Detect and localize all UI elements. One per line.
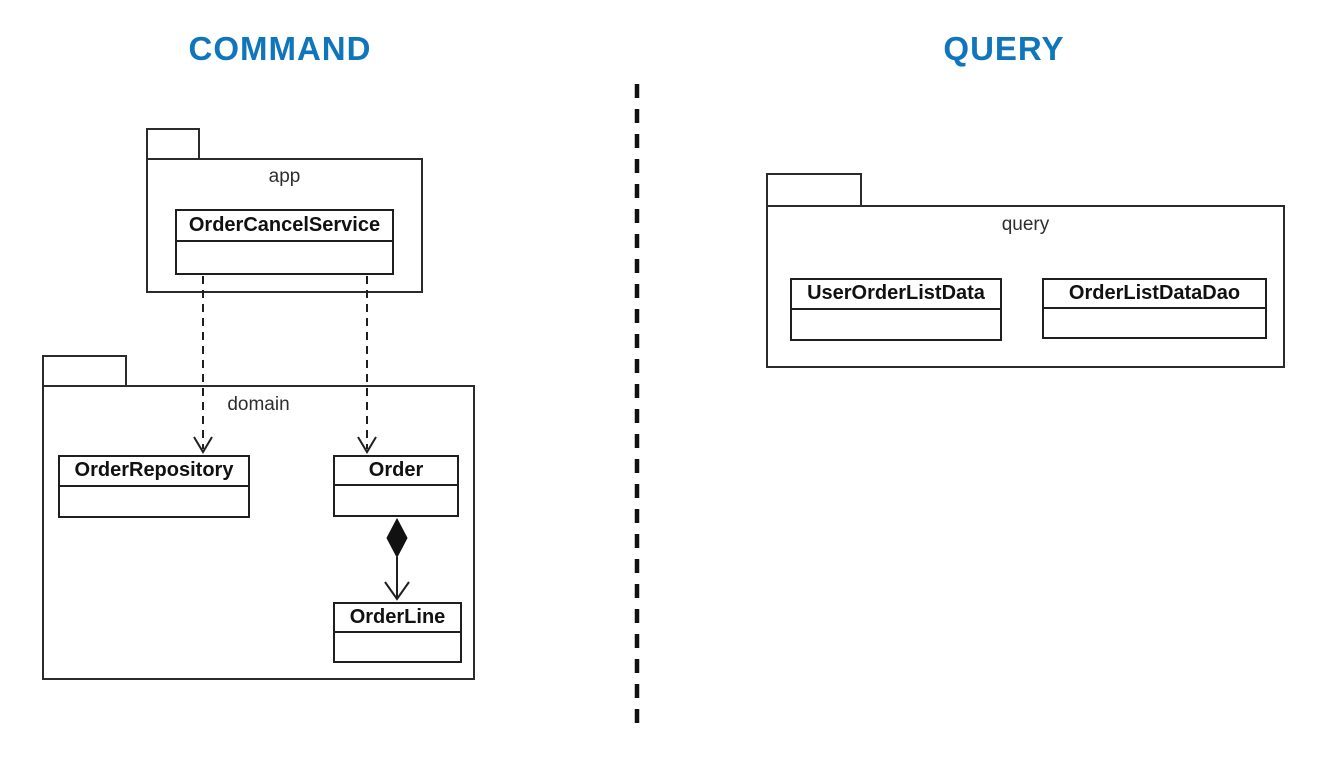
- class-user-order-list-data-attributes: [792, 310, 1000, 340]
- command-section-title: COMMAND: [188, 30, 372, 67]
- package-query-tab: [766, 173, 862, 207]
- class-order: Order: [333, 455, 459, 517]
- class-order-repository-name: OrderRepository: [60, 457, 248, 487]
- class-order-repository-attributes: [60, 487, 248, 517]
- class-order-line: OrderLine: [333, 602, 462, 663]
- class-order-cancel-service-name: OrderCancelService: [177, 211, 392, 242]
- class-user-order-list-data-name: UserOrderListData: [792, 280, 1000, 310]
- class-order-list-data-dao: OrderListDataDao: [1042, 278, 1267, 339]
- package-app-tab: [146, 128, 200, 160]
- query-section-title: QUERY: [943, 30, 1065, 67]
- class-order-name: Order: [335, 457, 457, 486]
- class-order-line-name: OrderLine: [335, 604, 460, 633]
- class-order-cancel-service-attributes: [177, 242, 392, 273]
- class-user-order-list-data: UserOrderListData: [790, 278, 1002, 341]
- class-order-list-data-dao-name: OrderListDataDao: [1044, 280, 1265, 309]
- class-order-list-data-dao-attributes: [1044, 309, 1265, 338]
- class-order-attributes: [335, 486, 457, 515]
- class-order-line-attributes: [335, 633, 460, 662]
- package-domain-tab: [42, 355, 127, 387]
- package-query-label: query: [1001, 214, 1050, 235]
- class-order-repository: OrderRepository: [58, 455, 250, 518]
- package-app-label: app: [268, 166, 301, 187]
- package-domain-label: domain: [227, 394, 290, 415]
- class-order-cancel-service: OrderCancelService: [175, 209, 394, 275]
